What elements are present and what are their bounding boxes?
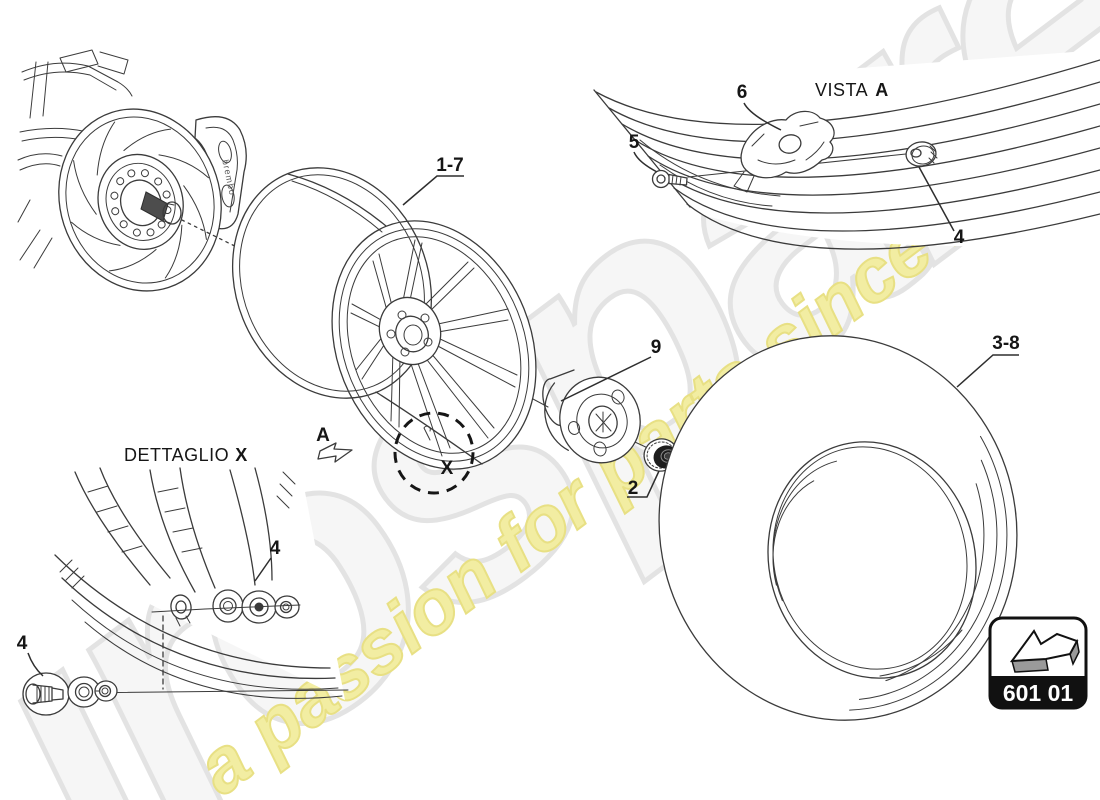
view-direction-arrow: A [316,425,353,463]
view-arrow-letter: A [316,425,330,446]
part-code-text: 601 01 [1003,680,1074,706]
vista-a-view: 6 5 4 VISTA A [593,50,1100,250]
brake-assembly: brembo [17,49,247,292]
stub-axle [140,191,182,225]
part-code-bar [990,676,1086,708]
wheel-hub-center [378,296,442,366]
callout-valve-kit: 4 [17,633,28,654]
leader-5 [633,151,658,173]
bent-arrow-3d-icon [1009,629,1080,673]
valve-kit [22,672,118,716]
detail-circle-letter: X [441,458,454,479]
leader-4-rim [254,557,272,582]
tpms-sensor [733,110,835,193]
detail-circle-x: X [393,411,475,495]
vista-word: VISTA [815,80,868,100]
hub-flange: 9 [542,337,662,464]
callout-tire: 3-8 [992,333,1019,354]
leader-6 [743,102,782,131]
wheel-rim: 1-7 [231,155,537,470]
leader-4-vista [918,166,955,232]
dettaglio-x-title: DETTAGLIO X [124,445,248,465]
vista-rim-band [594,50,1100,247]
rim-valve-parts [204,589,301,624]
dettaglio-word: DETTAGLIO [124,445,229,465]
tire: 3-8 [658,333,1020,721]
wheel-spokes [350,239,518,457]
vista-a-title: VISTA A [815,80,889,100]
callout-tpms-sensor: 6 [737,82,748,103]
leader-2 [627,470,660,498]
wheel-valve-stem [423,425,431,441]
leader-3-8 [956,354,1019,388]
valve-grommet [905,141,938,167]
callout-sensor-screw: 5 [629,132,640,153]
leader-4-kit [27,652,44,677]
sensor-screw [651,169,688,189]
leader-9 [560,356,652,402]
callout-center-nut: 2 [628,478,639,499]
dettaglio-x-view: 4 4 DETTAGLIO X [17,445,349,716]
callout-wheel: 1-7 [436,155,463,176]
dettaglio-letter: X [235,445,248,465]
callout-vista-valve-parts: 4 [954,227,965,248]
leader-1-7 [402,175,464,206]
part-code-box: 601 01 [988,616,1088,710]
detail-rim-valve [170,594,192,627]
brake-disc [58,108,222,292]
vista-letter: A [875,80,889,100]
callout-rim-valve-parts: 4 [270,538,281,559]
callout-hub: 9 [651,337,662,358]
view-arrow-icon [317,442,353,463]
brake-caliper: brembo [194,116,247,230]
detail-circle [393,411,475,495]
